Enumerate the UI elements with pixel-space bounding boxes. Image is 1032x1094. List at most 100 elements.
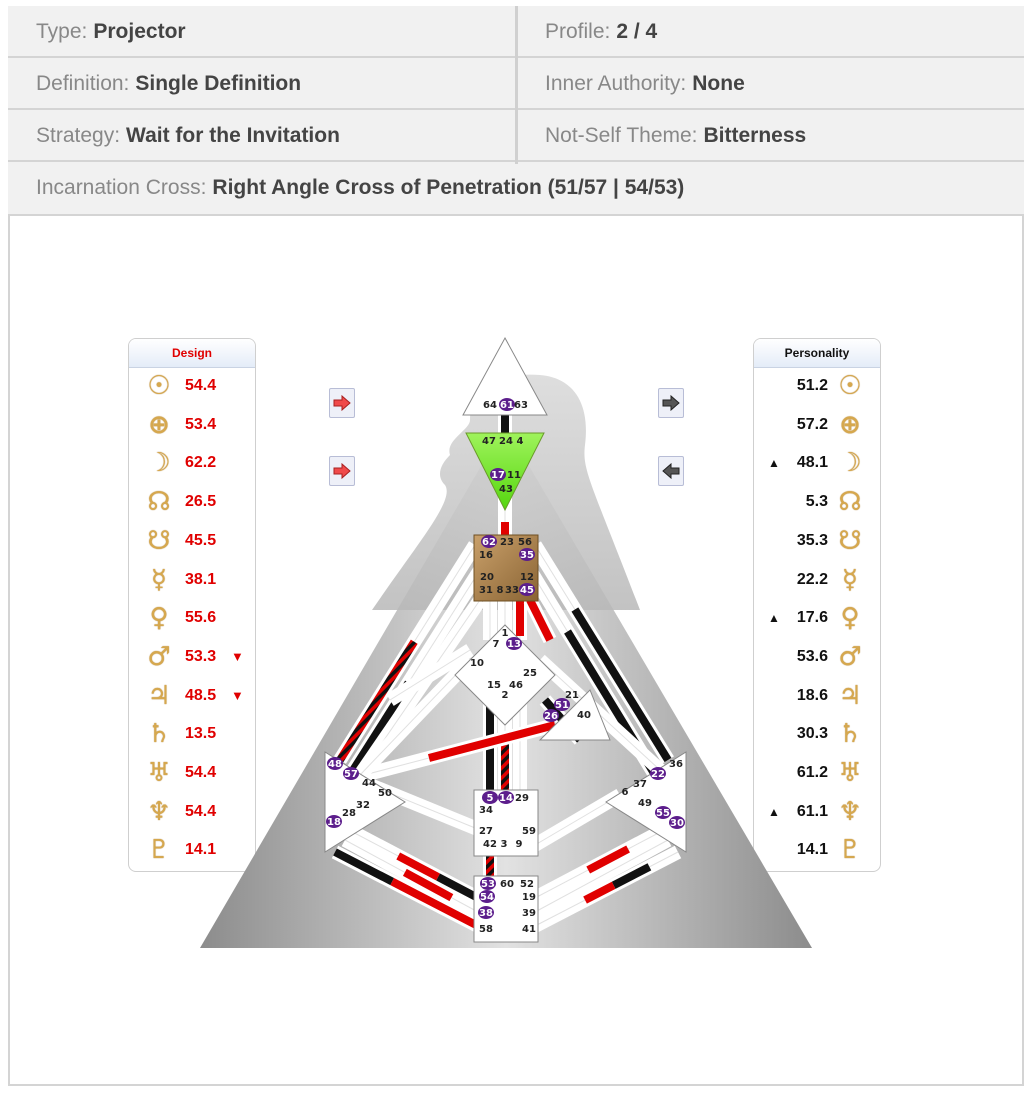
right-arrow-icon [333,463,351,479]
design-row: ☉54.4 [129,369,255,403]
channel-outline [531,788,624,852]
personality-row: ☉51.2 [754,369,880,403]
gate-label: 37 [633,779,647,790]
south-node-icon: ☋ [147,525,171,556]
gate-badge [343,767,359,780]
gate-label: 43 [499,484,513,495]
design-value: 53.3 [185,647,217,665]
saturn-icon: ♄ [147,719,171,750]
channel-activation [526,598,554,642]
info-row-cross: Incarnation Cross:Right Angle Cross of P… [8,162,1024,216]
personality-value: 35.3 [796,531,828,549]
gate-label: 40 [577,710,591,721]
type-field: Type:Projector [36,20,186,43]
gate-badge [543,709,559,722]
gate-label: 61 [500,400,514,411]
gate-label: 45 [520,585,534,596]
design-value: 54.4 [185,764,217,781]
design-row: ♄13.5 [129,717,255,751]
gate-label: 59 [522,826,536,837]
gate-label: 55 [656,808,670,819]
gate-label: 44 [362,778,376,789]
design-bottom-arrow-button[interactable] [329,456,355,486]
gate-label: 4 [517,436,524,447]
gate-badge [327,757,343,770]
left-arrow-icon [662,463,680,479]
gate-label: 28 [342,808,356,819]
design-row: ☊26.5 [129,485,255,519]
gate-badge [326,815,342,828]
mars-icon: ♂ [147,641,171,672]
gate-label: 57 [344,769,358,780]
gate-label: 3 [501,839,508,850]
detriment-icon: ▼ [231,648,244,664]
design-top-arrow-button[interactable] [329,388,355,418]
exalted-icon: ▲ [768,804,780,819]
gate-label: 8 [497,585,504,596]
pluto-icon: ♇ [147,835,171,866]
gate-badge [498,791,514,804]
gate-label: 35 [520,550,534,561]
head-center [462,336,548,416]
channel-activation [396,852,440,881]
personality-value: 5.3 [805,493,828,511]
personality-top-arrow-button[interactable] [658,388,684,418]
gate-label: 31 [479,585,493,596]
gate-label: 7 [493,639,500,650]
gate-label: 18 [327,817,341,828]
solar-plexus-center [605,751,687,853]
gate-badge [519,548,535,561]
design-row: ♇14.1 [129,833,255,867]
sun-icon: ☉ [838,371,862,401]
channel-activation [336,639,418,763]
channel-activation [390,878,480,930]
gate-badge [655,806,671,819]
personality-value: 17.6 [796,609,828,627]
gate-label: 25 [523,668,537,679]
channel-activation [436,873,480,902]
profile-field: Profile:2 / 4 [545,20,658,43]
channel-edge [359,659,471,776]
south-node-icon: ☋ [838,525,862,556]
design-value: 54.4 [185,377,217,394]
design-row: ☋ 45.5 [129,524,255,558]
design-row: ♂ 53.3 ▼ [129,640,255,674]
jupiter-icon: ♃ [838,680,862,711]
design-row: ♃48.5▼ [129,679,255,713]
mercury-icon: ☿ [151,564,167,595]
gate-label: 2 [502,690,509,701]
north-node-icon: ☊ [147,487,171,518]
personality-title: Personality [754,339,880,368]
pluto-icon: ♇ [838,835,862,866]
gate-badge [479,890,495,903]
gate-label: 10 [470,658,484,669]
personality-value: 61.2 [796,764,828,781]
notself-field: Not-Self Theme:Bitterness [545,124,807,147]
column-divider [515,6,518,164]
definition-field: Definition:Single Definition [36,72,302,95]
gate-label: 33 [505,585,519,596]
personality-value: 57.2 [796,415,828,433]
gate-label: 14 [499,793,513,804]
design-value: 45.5 [185,531,217,549]
exalted-icon: ▲ [768,456,780,471]
personality-row: ☋ 35.3 [754,524,880,558]
gate-label: 41 [522,924,536,935]
channel-activation [333,848,395,886]
neptune-icon: ♆ [147,796,171,827]
gate-label: 60 [500,879,514,890]
gate-label: 29 [515,793,529,804]
personality-row: ☊5.3 [754,485,880,519]
ego-center [538,689,611,741]
gate-label: 62 [482,537,496,548]
authority-field: Inner Authority:None [545,72,745,95]
gate-label: 21 [565,690,579,701]
earth-icon: ⊕ [148,409,170,440]
channel-edge [534,839,669,913]
venus-icon: ♀ [149,603,169,634]
design-row: ⊕53.4 [129,408,255,442]
gate-badge [499,398,515,411]
personality-bottom-arrow-button[interactable] [658,456,684,486]
gate-label: 63 [514,400,528,411]
personality-value: 61.1 [796,802,828,820]
